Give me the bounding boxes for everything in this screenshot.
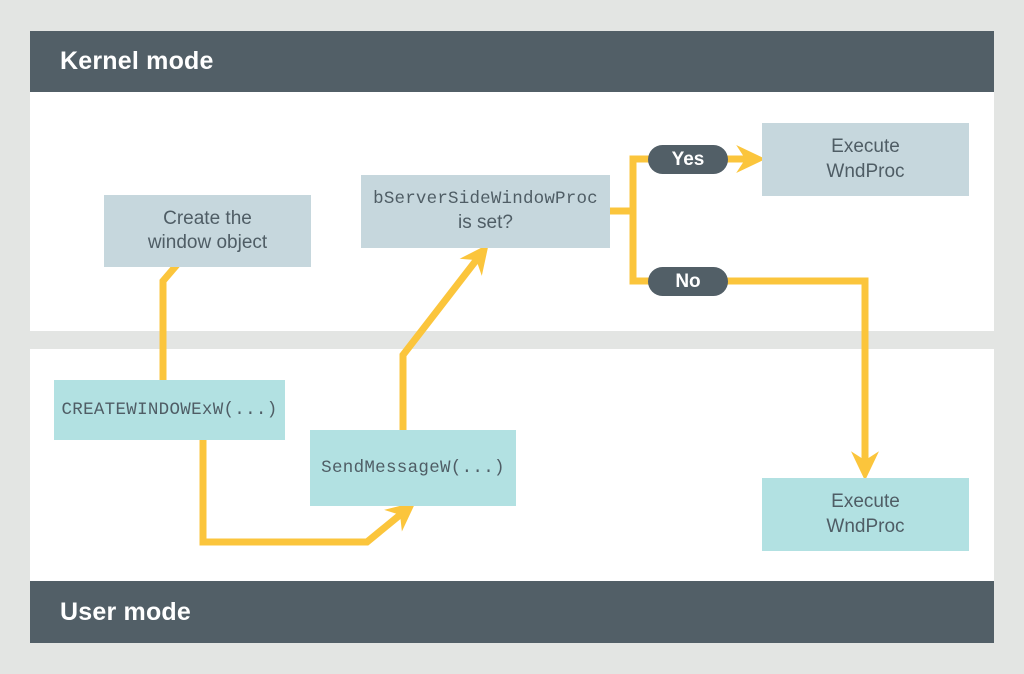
branch-pill-yes-label: Yes <box>671 148 705 170</box>
branch-pill-no[interactable]: No <box>648 267 728 296</box>
kernel-mode-label: Kernel mode <box>60 47 214 75</box>
node-create-window-object[interactable]: Create the window object <box>104 195 311 267</box>
node-decision-bserversidewindowproc[interactable]: bServerSideWindowProc is set? <box>361 175 610 248</box>
node-sendmessagew-label: SendMessageW(...) <box>321 457 505 478</box>
branch-pill-no-label: No <box>675 270 701 292</box>
branch-pill-yes[interactable]: Yes <box>648 145 728 174</box>
user-mode-band: User mode <box>30 581 994 643</box>
node-sendmessagew-call[interactable]: SendMessageW(...) <box>310 430 516 506</box>
node-execute-wndproc-kernel[interactable]: Execute WndProc <box>762 123 969 196</box>
node-create-window-object-label: Create the window object <box>147 207 268 253</box>
kernel-mode-band: Kernel mode <box>30 31 994 92</box>
node-createwindowexw-label: CREATEWINDOWExW(...) <box>61 399 278 420</box>
node-createwindowexw-call[interactable]: CREATEWINDOWExW(...) <box>54 380 285 440</box>
node-execute-wndproc-kernel-label: Execute WndProc <box>826 136 905 182</box>
user-mode-label: User mode <box>60 597 192 626</box>
node-decision-label: bServerSideWindowProc is set? <box>373 189 598 233</box>
node-execute-wndproc-user[interactable]: Execute WndProc <box>762 478 969 551</box>
node-execute-wndproc-user-label: Execute WndProc <box>826 491 905 537</box>
